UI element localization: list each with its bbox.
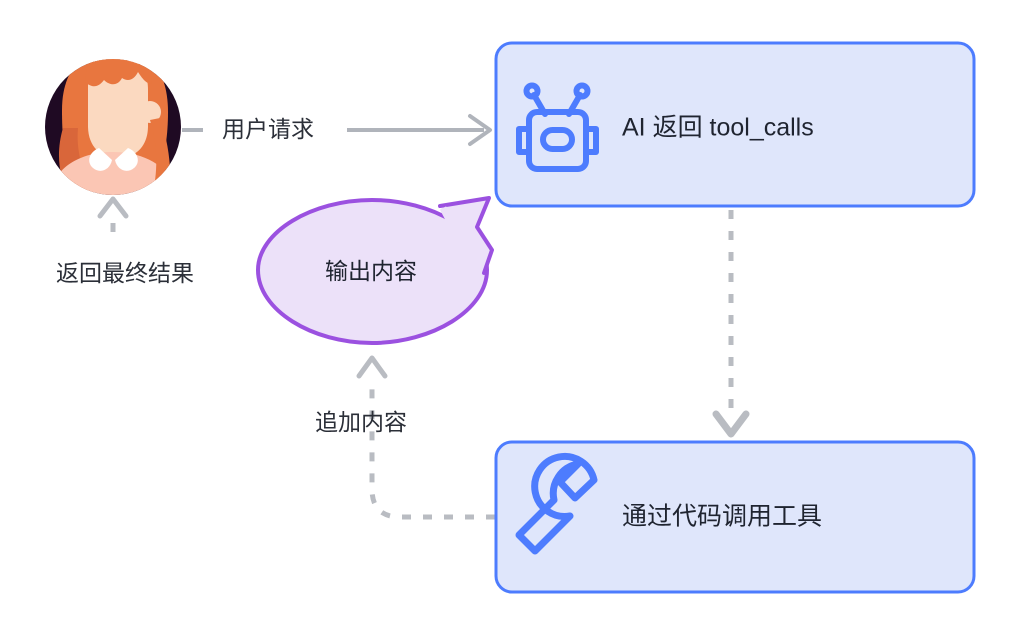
ai-box-label: AI 返回 tool_calls: [622, 114, 814, 142]
edge-output-to-user: 返回最终结果: [56, 196, 194, 286]
node-tool-box[interactable]: 通过代码调用工具: [494, 440, 976, 594]
edge-tool-to-output: 追加内容: [315, 355, 495, 520]
edge-label-user-request: 用户请求: [222, 116, 314, 142]
output-bubble-label: 输出内容: [325, 258, 417, 284]
tool-box-shape: [494, 440, 976, 594]
speech-bubble-tail-icon: [438, 196, 494, 275]
ai-box-shape: [494, 41, 976, 208]
tool-box-label: 通过代码调用工具: [622, 503, 822, 531]
edge-ai-to-tool: [712, 210, 750, 438]
user-avatar-icon: [50, 59, 176, 195]
edge-ai-to-tool-arrowhead: [712, 410, 750, 438]
robot-icon: [516, 82, 599, 172]
node-ai-box[interactable]: AI 返回 tool_calls: [494, 41, 976, 208]
wrench-icon: [515, 452, 598, 555]
edge-tool-to-output-line: [369, 383, 495, 520]
edge-label-final-result: 返回最终结果: [56, 260, 194, 286]
edge-user-to-ai: 用户请求: [182, 114, 492, 146]
edge-output-to-user-arrowhead: [97, 196, 129, 219]
speech-bubble-tail-seam: [439, 206, 485, 282]
node-user-avatar[interactable]: [45, 46, 181, 208]
node-output-bubble[interactable]: 输出内容: [255, 196, 494, 346]
edge-label-append-content: 追加内容: [315, 409, 407, 435]
edge-user-to-ai-arrowhead: [468, 114, 492, 146]
edge-tool-to-output-arrowhead: [356, 355, 388, 379]
